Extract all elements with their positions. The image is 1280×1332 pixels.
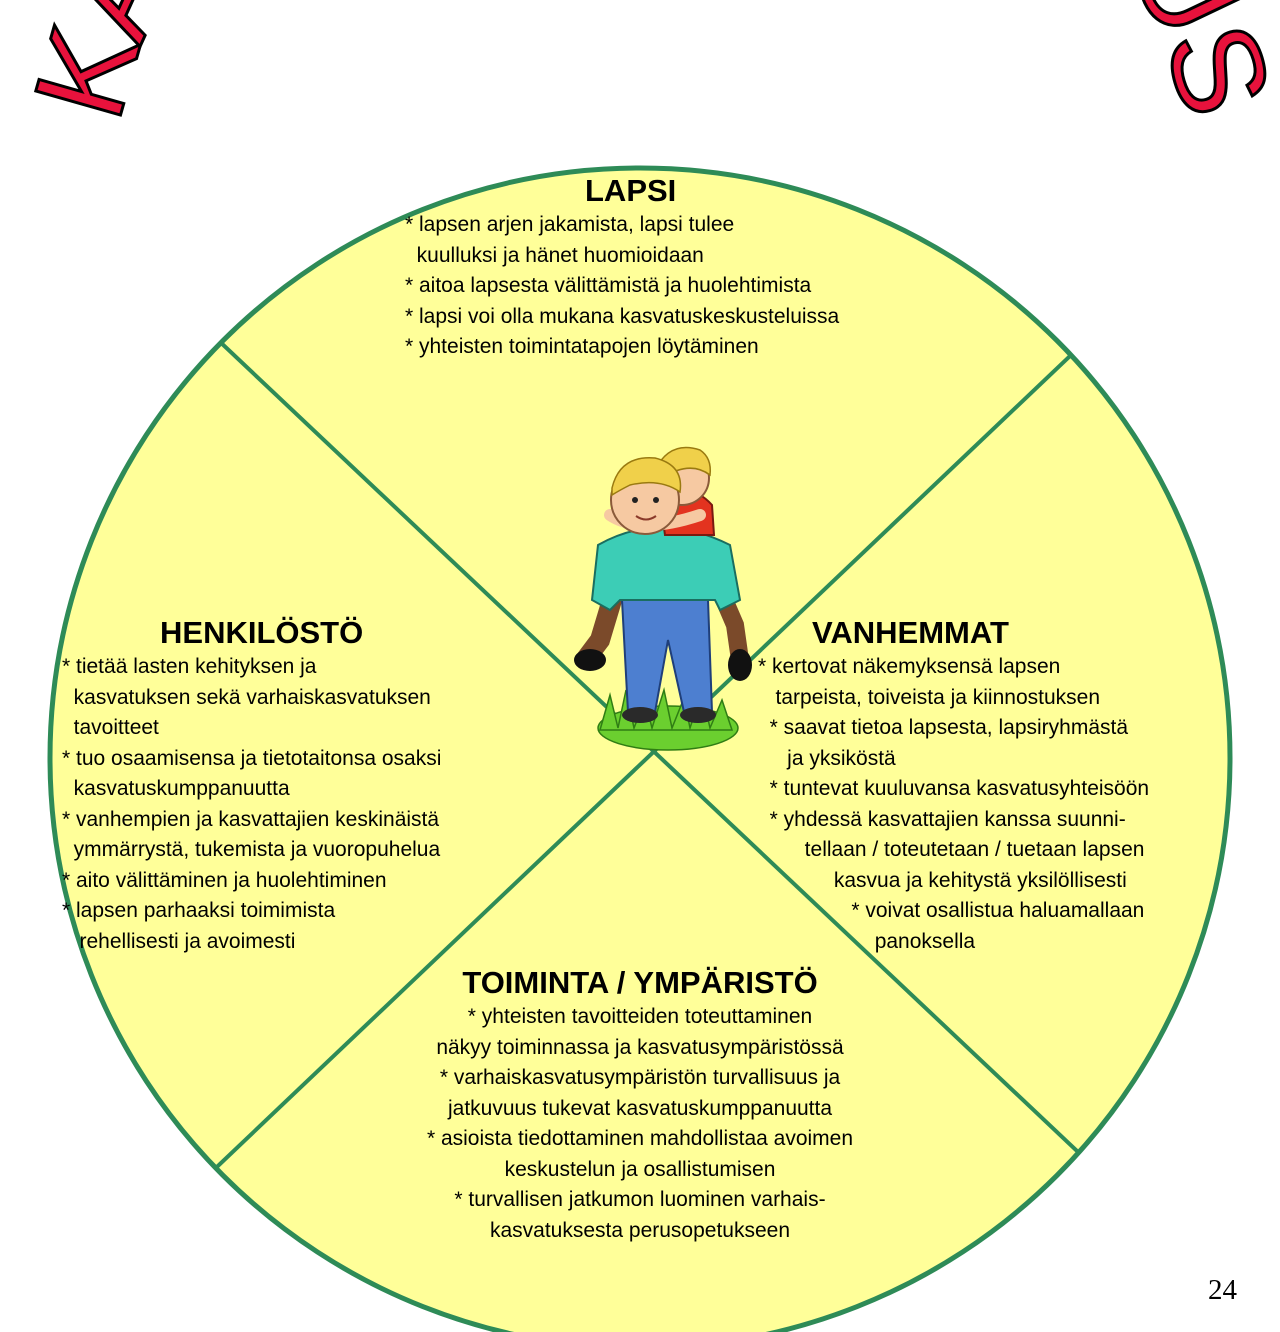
child-carrying-child-illustration xyxy=(574,446,752,751)
quadrant-line: kasvatuksesta perusopetukseen xyxy=(489,1218,791,1242)
quadrant-line: panoksella xyxy=(758,929,976,953)
quadrant-line: rehellisesti ja avoimesti xyxy=(62,929,296,953)
quadrant-line: * tuntevat kuuluvansa kasvatusyhteisöön xyxy=(758,777,1150,800)
quadrant-line: * turvallisen jatkumon luominen varhais- xyxy=(454,1188,826,1211)
quadrant-line: kasvua ja kehitystä yksilöllisesti xyxy=(758,868,1127,892)
quadrant-line: * varhaiskasvatusympäristön turvallisuus… xyxy=(439,1066,841,1089)
quadrant-line: ymmärrystä, tukemista ja vuoropuhelua xyxy=(62,838,441,861)
quadrant-lapsi: LAPSI * lapsen arjen jakamista, lapsi tu… xyxy=(405,172,1005,363)
quadrant-line: * yhdessä kasvattajien kanssa suunni- xyxy=(758,807,1126,831)
quadrant-line: * tuo osaamisensa ja tietotaitonsa osaks… xyxy=(62,746,442,770)
quadrant-toiminta: TOIMINTA / YMPÄRISTÖ * yhteisten tavoitt… xyxy=(330,964,950,1246)
quadrant-line: * lapsen arjen jakamista, lapsi tulee xyxy=(405,213,735,236)
quadrant-line: ja yksiköstä xyxy=(758,746,896,770)
quadrant-line: * lapsi voi olla mukana kasvatuskeskuste… xyxy=(405,304,840,328)
quadrant-heading: TOIMINTA / YMPÄRISTÖ xyxy=(462,965,818,1000)
page-number: 24 xyxy=(1208,1274,1237,1306)
quadrant-line: tavoitteet xyxy=(62,716,159,739)
quadrant-heading: LAPSI xyxy=(585,173,677,208)
quadrant-line: keskustelun ja osallistumisen xyxy=(504,1157,776,1181)
quadrant-henkilosto: HENKILÖSTÖ * tietää lasten kehityksen ja… xyxy=(62,614,582,957)
quadrant-line: * yhteisten tavoitteiden toteuttaminen xyxy=(467,1005,813,1028)
quadrant-line: tellaan / toteutetaan / tuetaan lapsen xyxy=(758,838,1145,861)
quadrant-line: kasvatuksen sekä varhaiskasvatuksen xyxy=(62,685,431,709)
quadrant-line: * lapsen parhaaksi toimimista xyxy=(62,899,336,922)
quadrant-vanhemmat: VANHEMMAT * kertovat näkemyksensä lapsen… xyxy=(758,614,1273,957)
quadrant-line: * saavat tietoa lapsesta, lapsiryhmästä xyxy=(758,716,1129,739)
quadrant-line: * asioista tiedottaminen mahdollistaa av… xyxy=(426,1127,854,1150)
quadrant-line: kasvatuskumppanuutta xyxy=(62,777,290,800)
quadrant-line: * voivat osallistua haluamallaan xyxy=(758,899,1145,922)
quadrant-line: * tietää lasten kehityksen ja xyxy=(62,655,317,678)
quadrant-heading: VANHEMMAT xyxy=(812,615,1009,650)
quadrant-line: * aitoa lapsesta välittämistä ja huoleht… xyxy=(405,274,812,297)
quadrant-line: * vanhempien ja kasvattajien keskinäistä xyxy=(62,807,440,831)
divider-line-2 xyxy=(198,316,1112,1185)
quadrant-line: tarpeista, toiveista ja kiinnostuksen xyxy=(758,685,1101,709)
quadrant-line: * yhteisten toimintatapojen löytäminen xyxy=(405,335,759,358)
quadrant-line: kuulluksi ja hänet huomioidaan xyxy=(405,243,704,267)
quadrant-heading: HENKILÖSTÖ xyxy=(160,615,364,650)
quadrant-line: * kertovat näkemyksensä lapsen xyxy=(758,655,1061,678)
diagram-title: KASVATUSKUMPPANUUS xyxy=(7,0,1280,133)
quadrant-line: * aito välittäminen ja huolehtiminen xyxy=(62,868,387,892)
quadrant-line: näkyy toiminnassa ja kasvatusympäristöss… xyxy=(436,1035,844,1059)
quadrant-line: jatkuvuus tukevat kasvatuskumppanuutta xyxy=(447,1096,833,1120)
